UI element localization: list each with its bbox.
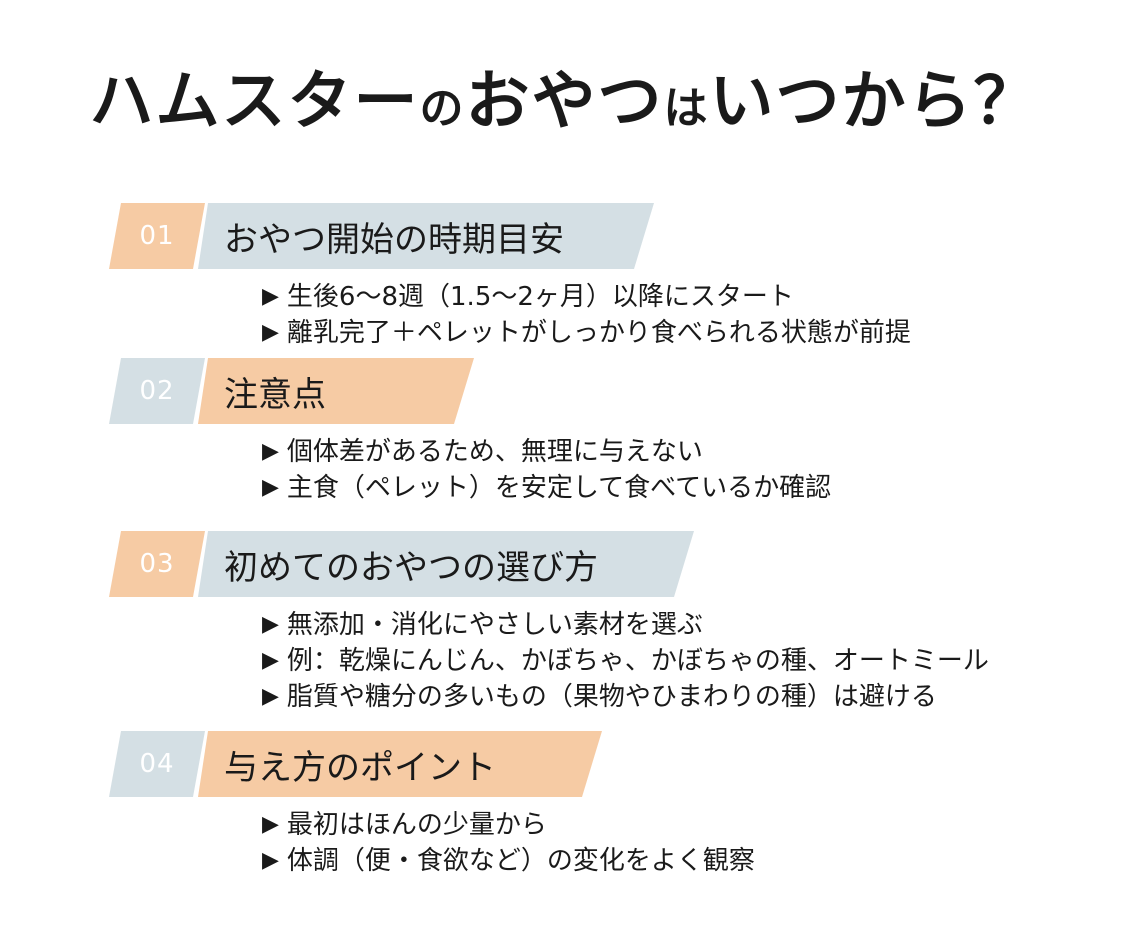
section-heading: 与え方のポイント <box>224 747 496 788</box>
title-part-itsukara: いつから？ <box>709 65 1040 139</box>
bullet-text: 離乳完了＋ペレットがしっかり食べられる状態が前提 <box>286 318 911 348</box>
page-title: ハムスターのおやつはいつから？ <box>0 62 1129 149</box>
section-heading-band: 与え方のポイント <box>198 731 602 797</box>
bullet-list: ▶ 無添加・消化にやさしい素材を選ぶ ▶ 例：乾燥にんじん、かぼちゃ、かぼちゃの… <box>262 607 989 715</box>
bullet-item: ▶ 生後6〜8週（1.5〜2ヶ月）以降にスタート <box>262 279 911 315</box>
triangle-right-icon: ▶ <box>262 812 279 837</box>
title-part-wa: は <box>663 83 710 134</box>
section-heading: おやつ開始の時期目安 <box>224 219 564 260</box>
bullet-text: 最初はほんの少量から <box>286 810 547 840</box>
bullet-item: ▶ 体調（便・食欲など）の変化をよく観察 <box>262 843 755 879</box>
bullet-item: ▶ 個体差があるため、無理に与えない <box>262 434 831 470</box>
triangle-right-icon: ▶ <box>262 848 279 873</box>
bullet-text: 個体差があるため、無理に与えない <box>286 437 703 467</box>
section-number: 02 <box>139 376 175 406</box>
section-number-badge: 04 <box>109 731 205 797</box>
bullet-text: 無添加・消化にやさしい素材を選ぶ <box>286 610 703 640</box>
bullet-list: ▶ 個体差があるため、無理に与えない ▶ 主食（ペレット）を安定して食べているか… <box>262 434 831 506</box>
bullet-item: ▶ 離乳完了＋ペレットがしっかり食べられる状態が前提 <box>262 315 911 351</box>
triangle-right-icon: ▶ <box>262 439 279 464</box>
section-heading-band: 注意点 <box>198 358 474 424</box>
triangle-right-icon: ▶ <box>262 612 279 637</box>
section-number-badge: 03 <box>109 531 205 597</box>
section-heading: 初めてのおやつの選び方 <box>224 547 598 588</box>
bullet-text: 例：乾燥にんじん、かぼちゃ、かぼちゃの種、オートミール <box>286 646 989 676</box>
bullet-item: ▶ 無添加・消化にやさしい素材を選ぶ <box>262 607 989 643</box>
section-heading-band: 初めてのおやつの選び方 <box>198 531 694 597</box>
bullet-list: ▶ 生後6〜8週（1.5〜2ヶ月）以降にスタート ▶ 離乳完了＋ペレットがしっか… <box>262 279 911 351</box>
title-part-no: の <box>419 83 466 134</box>
section-number: 03 <box>139 549 175 579</box>
bullet-text: 脂質や糖分の多いもの（果物やひまわりの種）は避ける <box>286 682 937 712</box>
triangle-right-icon: ▶ <box>262 684 279 709</box>
bullet-item: ▶ 最初はほんの少量から <box>262 807 755 843</box>
section-number: 01 <box>139 221 175 251</box>
section-heading: 注意点 <box>224 374 326 415</box>
triangle-right-icon: ▶ <box>262 284 279 309</box>
bullet-text: 主食（ペレット）を安定して食べているか確認 <box>286 473 832 503</box>
title-part-oyatsu: おやつ <box>465 65 664 139</box>
bullet-text: 生後6〜8週（1.5〜2ヶ月）以降にスタート <box>286 282 794 312</box>
triangle-right-icon: ▶ <box>262 648 279 673</box>
title-part-hamster: ハムスター <box>89 65 420 139</box>
section-heading-band: おやつ開始の時期目安 <box>198 203 654 269</box>
section-number-badge: 02 <box>109 358 205 424</box>
bullet-list: ▶ 最初はほんの少量から ▶ 体調（便・食欲など）の変化をよく観察 <box>262 807 755 879</box>
bullet-item: ▶ 例：乾燥にんじん、かぼちゃ、かぼちゃの種、オートミール <box>262 643 989 679</box>
section-number: 04 <box>139 749 175 779</box>
bullet-item: ▶ 主食（ペレット）を安定して食べているか確認 <box>262 470 831 506</box>
triangle-right-icon: ▶ <box>262 320 279 345</box>
bullet-item: ▶ 脂質や糖分の多いもの（果物やひまわりの種）は避ける <box>262 679 989 715</box>
section-number-badge: 01 <box>109 203 205 269</box>
bullet-text: 体調（便・食欲など）の変化をよく観察 <box>286 846 755 876</box>
triangle-right-icon: ▶ <box>262 475 279 500</box>
